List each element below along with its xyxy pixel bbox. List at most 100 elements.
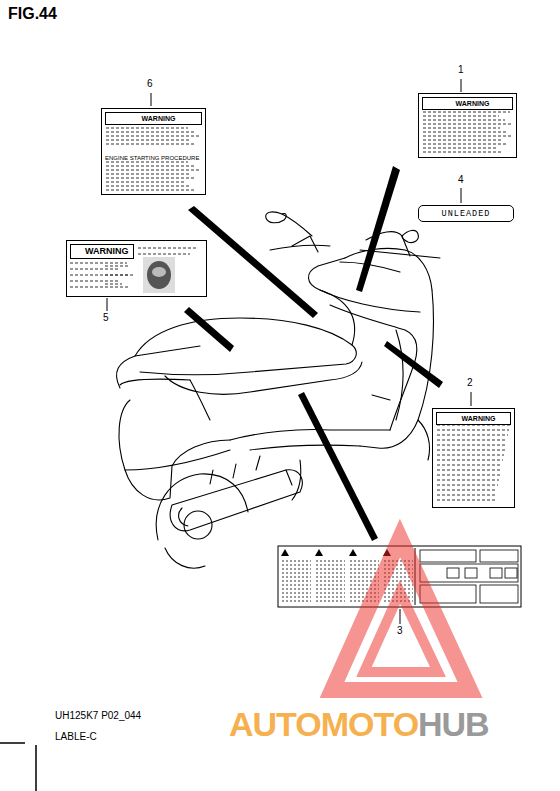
print-line bbox=[105, 284, 122, 285]
sticker-print bbox=[70, 112, 512, 500]
figure-title: FIG.44 bbox=[8, 6, 57, 22]
print-line bbox=[282, 601, 311, 602]
print-line bbox=[423, 144, 507, 145]
warning-triangle bbox=[281, 549, 289, 556]
helmet bbox=[147, 261, 171, 289]
print-line bbox=[70, 287, 129, 288]
scooter-line bbox=[292, 460, 301, 500]
scooter-line bbox=[210, 456, 260, 484]
print-line bbox=[437, 485, 498, 486]
print-line bbox=[316, 593, 345, 594]
scooter-line bbox=[330, 305, 417, 430]
label-heading: WARNING bbox=[436, 412, 511, 425]
leader-wedges bbox=[184, 166, 443, 541]
print-line bbox=[105, 275, 134, 276]
print-line bbox=[350, 569, 379, 570]
print-line bbox=[316, 601, 345, 602]
icon-frame bbox=[143, 257, 175, 293]
helmet-icon bbox=[143, 257, 175, 293]
print-line bbox=[423, 148, 496, 149]
sticker-cell bbox=[480, 585, 518, 603]
callout-number: 4 bbox=[458, 175, 464, 185]
print-line bbox=[282, 565, 311, 566]
print-line bbox=[437, 445, 506, 446]
scooter-line bbox=[120, 379, 190, 385]
leader-wedge bbox=[298, 392, 378, 541]
print-line bbox=[423, 128, 500, 129]
print-line bbox=[106, 182, 184, 183]
print-line bbox=[282, 569, 311, 570]
print-line bbox=[282, 581, 311, 582]
print-line bbox=[316, 573, 345, 574]
print-line bbox=[106, 186, 190, 187]
leader-line bbox=[461, 79, 462, 92]
warning-label: WARNING bbox=[432, 408, 515, 508]
leader-line bbox=[151, 93, 152, 106]
print-line bbox=[70, 281, 120, 282]
watermark-inner bbox=[364, 592, 438, 672]
warning-triangle bbox=[349, 549, 357, 556]
print-line bbox=[70, 269, 119, 270]
label-heading: WARNING bbox=[422, 97, 513, 110]
print-line bbox=[423, 116, 499, 117]
print-line bbox=[350, 573, 379, 574]
print-line bbox=[282, 561, 311, 562]
sticker-cell bbox=[480, 550, 518, 562]
scooter-line bbox=[230, 429, 390, 440]
print-line bbox=[106, 136, 200, 137]
callout-number: 5 bbox=[103, 313, 109, 323]
helmet-visor bbox=[152, 267, 166, 277]
callout-number: 2 bbox=[467, 378, 473, 388]
watermark-text: AUTOMOTO bbox=[229, 707, 418, 741]
fuel-label: UNLEADED bbox=[418, 205, 514, 222]
sticker-icon bbox=[505, 568, 517, 578]
scooter-outline bbox=[116, 212, 440, 568]
print-line bbox=[316, 585, 345, 586]
print-line bbox=[316, 561, 345, 562]
leader-line bbox=[471, 392, 472, 406]
print-line bbox=[437, 465, 502, 466]
print-line bbox=[437, 500, 495, 501]
print-line bbox=[106, 144, 195, 145]
print-line bbox=[437, 435, 508, 436]
scooter-line bbox=[125, 450, 230, 470]
print-line bbox=[106, 132, 194, 133]
scooter-line bbox=[116, 346, 200, 388]
leader-wedge bbox=[188, 206, 318, 318]
leader-wedge bbox=[184, 307, 234, 352]
print-line bbox=[350, 565, 379, 566]
watermark-outer bbox=[332, 538, 470, 690]
scooter-line bbox=[320, 290, 420, 312]
print-line bbox=[106, 190, 196, 191]
print-line bbox=[282, 597, 311, 598]
scooter-line bbox=[286, 470, 292, 485]
warning-label: WARNING bbox=[66, 240, 207, 297]
print-line bbox=[282, 577, 311, 578]
callout-number: 3 bbox=[397, 626, 403, 636]
scooter-line bbox=[190, 380, 210, 420]
label-subheading: ENGINE STARTING PROCEDURE bbox=[105, 155, 199, 161]
print-line bbox=[70, 263, 127, 264]
label-heading: WARNING bbox=[105, 112, 202, 125]
print-line bbox=[437, 450, 505, 451]
sticker-cell bbox=[420, 550, 476, 562]
sticker-cell bbox=[420, 564, 518, 582]
callout-number: 1 bbox=[458, 65, 464, 75]
print-line bbox=[282, 573, 311, 574]
print-line bbox=[282, 585, 311, 586]
warning-triangle bbox=[315, 549, 323, 556]
scooter-line bbox=[119, 400, 230, 500]
print-line bbox=[423, 140, 501, 141]
crop-mark bbox=[0, 743, 36, 791]
drawing-code: UH125K7 P02_044 bbox=[55, 711, 141, 721]
sticker-icon bbox=[490, 568, 502, 578]
scooter-line bbox=[170, 470, 302, 531]
print-line bbox=[437, 490, 497, 491]
callout-number: 6 bbox=[147, 79, 153, 89]
print-line bbox=[423, 152, 502, 153]
print-line bbox=[437, 455, 504, 456]
print-line bbox=[437, 475, 500, 476]
sticker-icon bbox=[447, 568, 459, 578]
